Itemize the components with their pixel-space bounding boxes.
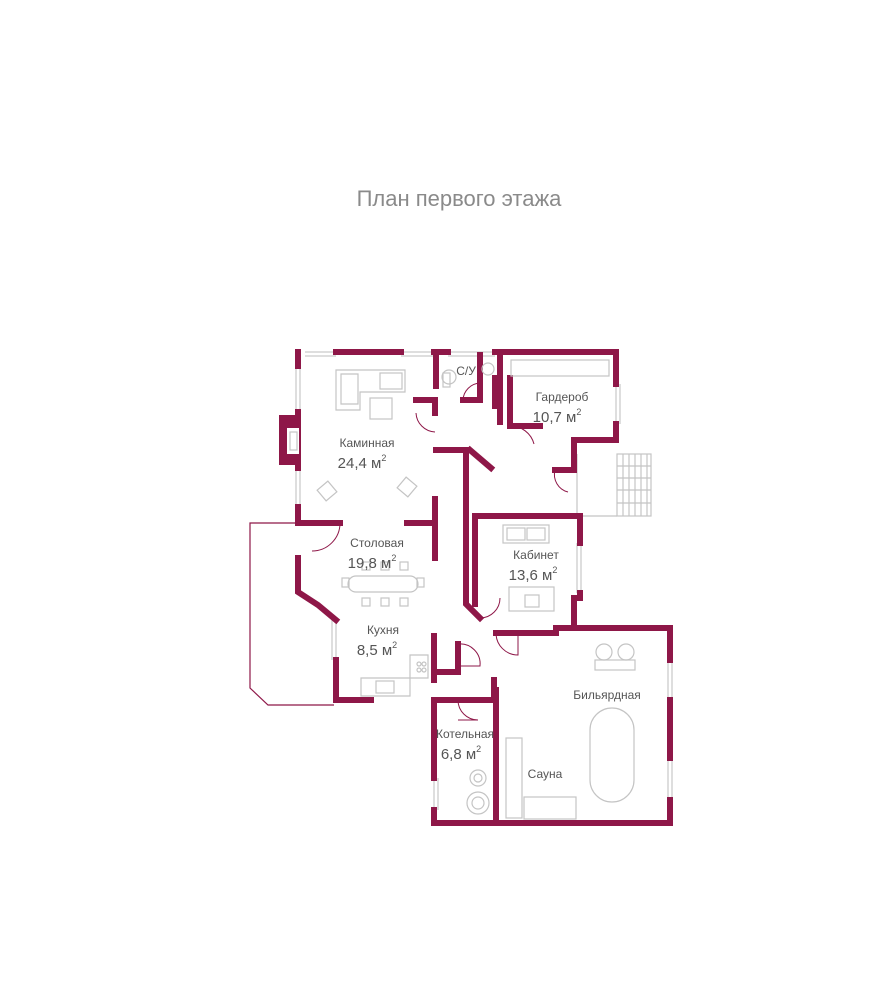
svg-text:Каминная: Каминная — [339, 436, 394, 450]
furniture — [316, 359, 636, 820]
svg-text:13,6 м2: 13,6 м2 — [509, 565, 558, 584]
svg-text:Сауна: Сауна — [528, 767, 563, 781]
room-label-kaminnaya: Каминная 24,4 м2 — [338, 436, 395, 472]
svg-text:Кабинет: Кабинет — [513, 548, 559, 562]
svg-text:Гардероб: Гардероб — [536, 390, 589, 404]
svg-text:24,4 м2: 24,4 м2 — [338, 453, 387, 472]
doors — [311, 382, 569, 721]
walls — [295, 349, 673, 826]
room-label-sauna: Сауна — [528, 767, 563, 781]
svg-text:С/У: С/У — [456, 364, 476, 378]
room-label-stolovaya: Столовая 19,8 м2 — [348, 536, 404, 572]
room-label-kotelnaya: Котельная 6,8 м2 — [436, 727, 494, 763]
svg-text:Котельная: Котельная — [436, 727, 494, 741]
svg-text:8,5 м2: 8,5 м2 — [357, 640, 397, 659]
svg-text:10,7 м2: 10,7 м2 — [533, 407, 582, 426]
room-label-garderob: Гардероб 10,7 м2 — [533, 390, 589, 426]
terrace-outline — [249, 522, 334, 706]
room-label-su: С/У — [456, 364, 476, 378]
fireplace — [279, 415, 301, 465]
entrance-steps — [576, 453, 652, 517]
room-label-kukhnya: Кухня 8,5 м2 — [357, 623, 399, 659]
svg-text:Бильярдная: Бильярдная — [573, 688, 641, 702]
page-title: План первого этажа — [356, 186, 562, 211]
svg-text:6,8 м2: 6,8 м2 — [441, 744, 481, 763]
svg-text:Кухня: Кухня — [367, 623, 399, 637]
windows — [295, 351, 673, 810]
room-label-bilyardnaya: Бильярдная — [573, 688, 641, 702]
room-label-kabinet: Кабинет 13,6 м2 — [509, 548, 560, 584]
svg-text:Столовая: Столовая — [350, 536, 404, 550]
svg-text:19,8 м2: 19,8 м2 — [348, 553, 397, 572]
